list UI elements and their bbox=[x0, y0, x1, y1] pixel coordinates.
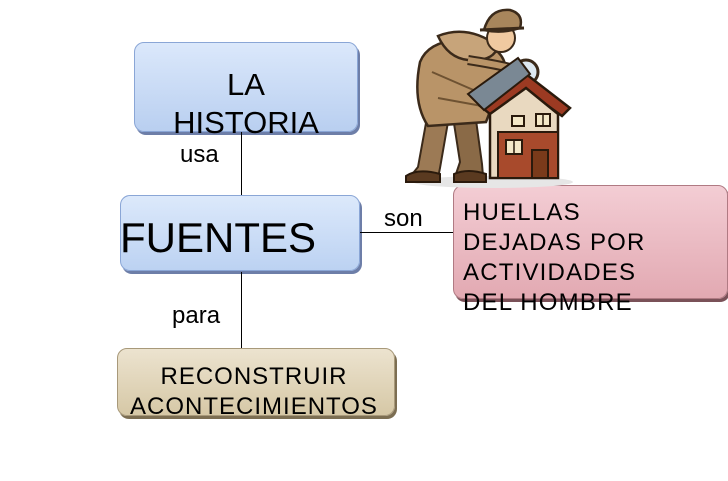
node-huellas bbox=[453, 185, 728, 299]
connector-line-para bbox=[241, 272, 242, 348]
connector-line-usa bbox=[241, 132, 242, 195]
node-fuentes-label: FUENTES bbox=[120, 214, 317, 261]
node-la-historia bbox=[134, 42, 358, 132]
node-reconstruir-label: RECONSTRUIR ACONTECIMIENTOS bbox=[130, 363, 378, 420]
connector-para-label: para bbox=[172, 302, 221, 329]
node-fuentes bbox=[120, 195, 360, 271]
node-huellas-label: HUELLAS DEJADAS POR ACTIVIDADES DEL HOMB… bbox=[463, 199, 646, 316]
connector-line-son bbox=[360, 232, 453, 233]
connector-usa-label: usa bbox=[180, 141, 219, 168]
node-la-historia-label: LA HISTORIA bbox=[173, 67, 319, 140]
connector-son-label: son bbox=[384, 205, 423, 232]
node-reconstruir bbox=[117, 348, 395, 416]
detective-house-icon bbox=[405, 8, 573, 188]
